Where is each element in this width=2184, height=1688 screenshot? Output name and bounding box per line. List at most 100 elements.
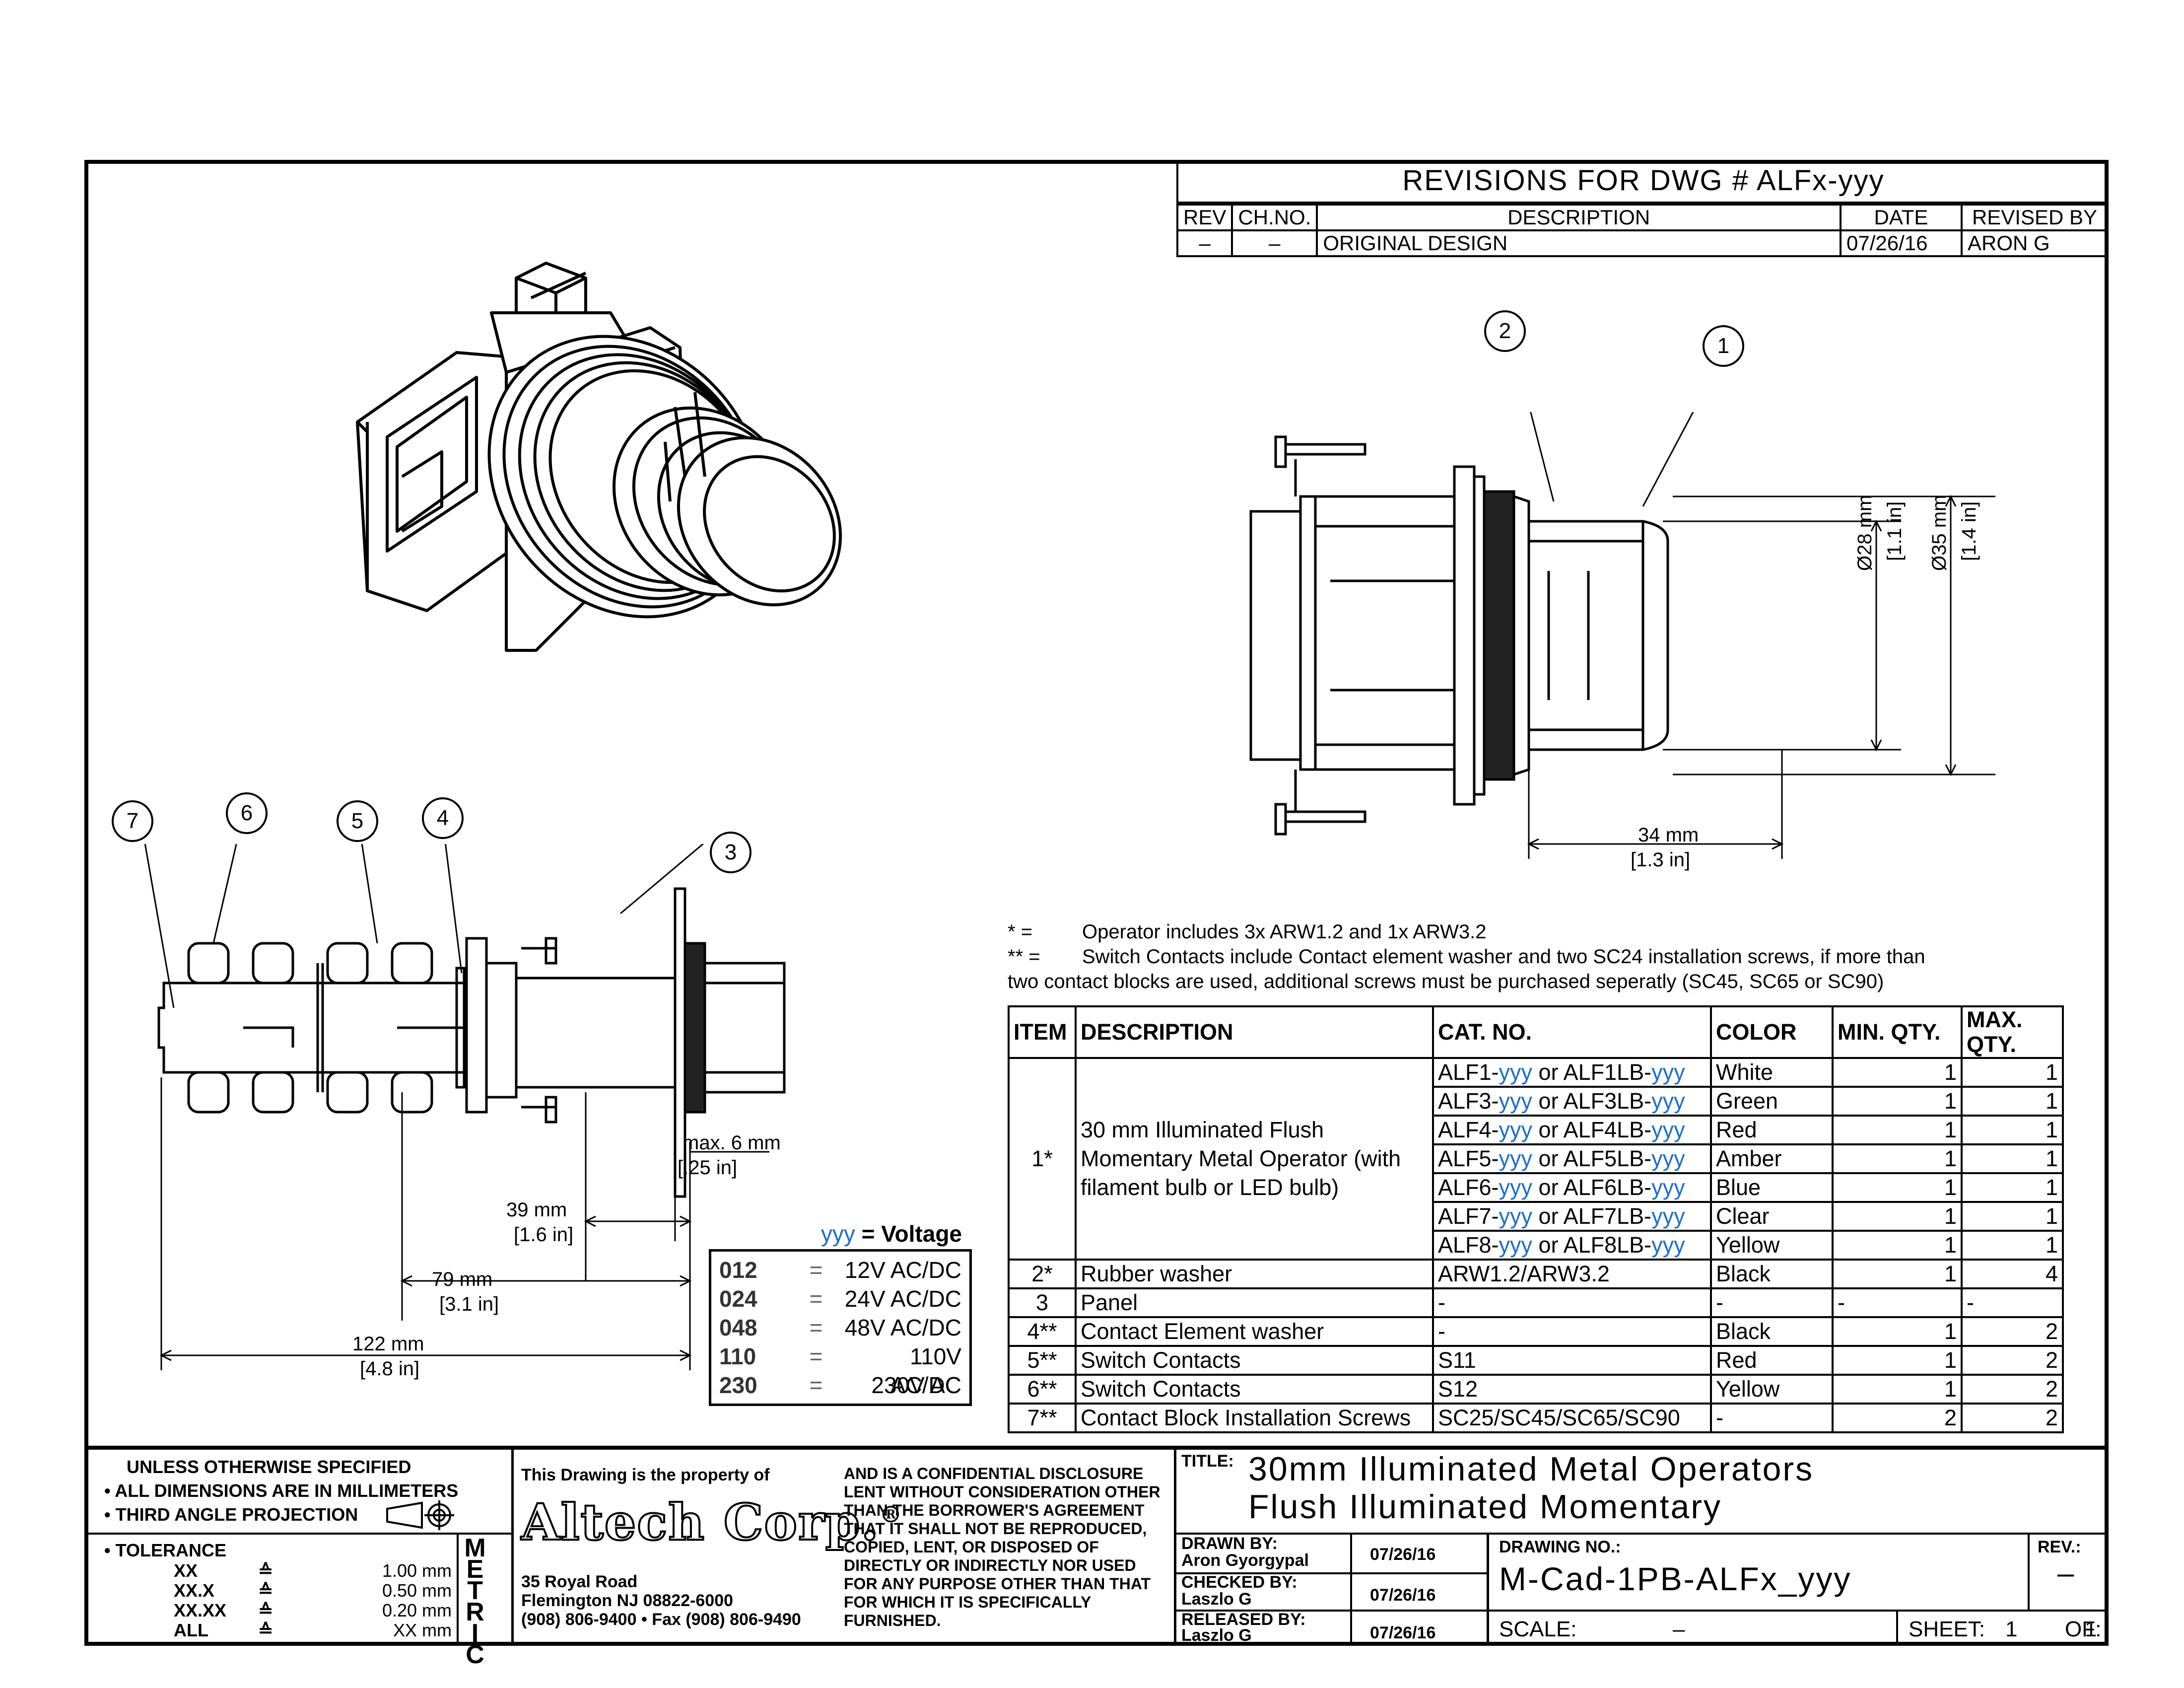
revisions-title: REVISIONS FOR DWG # ALFx-yyy [1176,160,2109,204]
parts-cell-color: Black [1710,1259,1834,1289]
rev-header-description: DESCRIPTION [1316,204,1842,231]
tb-checked-date: 07/26/16 [1370,1586,1436,1605]
tb-title-line2: Flush Illuminated Momentary [1248,1488,1722,1526]
parts-header-description: DESCRIPTION [1075,1005,1434,1059]
dim-34mm: 34 mm [1638,824,1699,846]
rev-cell-description: ORIGINAL DESIGN [1316,229,1842,257]
voltage-value: 110V AC/DC [890,1343,961,1398]
confidential-line: AND IS A CONFIDENTIAL DISCLOSURE [844,1465,1144,1482]
metric-letter: T [467,1576,483,1605]
note-3: two contact blocks are used, additional … [1008,971,1884,992]
parts-cell-description: Contact Element washer [1075,1316,1434,1347]
parts-body: 1*30 mm Illuminated Flush Momentary Meta… [1008,1057,2064,1433]
parts-cell-min: 1 [1832,1230,1963,1261]
parts-cell-color: Green [1710,1086,1834,1117]
parts-cell-item: 4** [1008,1316,1077,1347]
parts-cell-max: 1 [1961,1057,2064,1088]
tb-drawing-no: M-Cad-1PB-ALFx_yyy [1499,1560,1852,1597]
tb-drawing-no-label: DRAWING NO.: [1499,1538,1621,1556]
parts-cell-catno: ALF1-yyy or ALF1LB-yyy [1432,1057,1712,1088]
parts-header-item: ITEM [1008,1005,1077,1059]
dim-79mm: 79 mm [432,1268,493,1290]
revisions-table: REV CH.NO. DESCRIPTION DATE REVISED BY –… [1176,204,2109,257]
voltage-value: 230V AC [871,1372,961,1398]
parts-cell-item: 6** [1008,1374,1077,1405]
parts-cell-description: Switch Contacts [1075,1345,1434,1376]
parts-cell-item: 7** [1008,1403,1077,1433]
dim-39mm-in: [1.6 in] [514,1224,574,1246]
tolerance-value: 0.20 mm [382,1600,452,1620]
parts-cell-description: Contact Block Installation Screws [1075,1403,1434,1433]
tb-rev-value: – [2057,1556,2074,1590]
parts-cell-max: 4 [1961,1259,2064,1289]
parts-cell-min: 1 [1832,1259,1963,1289]
metric-letter: I [471,1619,479,1648]
parts-cell-max: 2 [1961,1374,2064,1405]
table-row: 1*30 mm Illuminated Flush Momentary Meta… [1008,1057,2064,1261]
parts-cell-description: Panel [1075,1287,1434,1318]
tb-released: RELEASED BY:Laszlo G [1181,1610,1306,1645]
balloon-2: 2 [1484,310,1526,352]
tb-dims: • ALL DIMENSIONS ARE IN MILLIMETERS [104,1480,459,1501]
parts-cell-color: - [1710,1403,1834,1433]
parts-header-catno: CAT. NO. [1432,1005,1712,1059]
tb-title-line1: 30mm Illuminated Metal Operators [1248,1450,1814,1488]
voltage-code: 230 [719,1372,757,1398]
tolerance-format: XX.X [174,1580,215,1601]
parts-cell-min: 1 [1832,1374,1963,1405]
parts-cell-catno: S11 [1432,1345,1712,1376]
dim-79mm-in: [3.1 in] [439,1293,499,1315]
tb-company-logo: Altech Corp.® [520,1492,903,1552]
tb-address1: 35 Royal Road [521,1572,638,1591]
parts-cell-description: 30 mm Illuminated Flush Momentary Metal … [1075,1057,1434,1261]
rev-cell-revised-by: ARON G [1961,229,2109,257]
tolerance-row: XX.XX≙0.20 mm [174,1601,452,1620]
parts-cell-min: - [1832,1287,1963,1318]
voltage-title: yyy = Voltage [820,1221,962,1247]
confidential-line: FOR WHICH IT IS SPECIFICALLY [844,1593,1092,1611]
balloon-7: 7 [112,800,153,842]
balloon-4: 4 [422,797,464,839]
parts-cell-max: 2 [1961,1345,2064,1376]
confidential-line: COPIED, LENT, OR DISPOSED OF [844,1538,1099,1556]
confidential-line: LENT WITHOUT CONSIDERATION OTHER [844,1483,1160,1501]
parts-cell-min: 1 [1832,1086,1963,1117]
parts-cell-catno: ALF7-yyy or ALF7LB-yyy [1432,1201,1712,1232]
confidential-line: THAT IT SHALL NOT BE REPRODUCED, [844,1520,1147,1538]
parts-cell-min: 1 [1832,1057,1963,1088]
side-view-right [1249,412,1995,859]
voltage-eq: = [809,1343,823,1369]
third-angle-projection-icon [386,1500,454,1530]
confidential-line: FOR ANY PURPOSE OTHER THAN THAT [844,1575,1151,1593]
rev-header-chno: CH.NO. [1231,204,1318,231]
parts-cell-max: 1 [1961,1086,2064,1117]
sheet-border [84,160,2109,1646]
tb-drawn: DRAWN BY:Aron Gyorgypal [1181,1534,1309,1570]
rev-header-date: DATE [1840,204,1963,231]
side-view-left [144,844,786,1370]
parts-cell-max: - [1961,1287,2064,1318]
dim-35mm: Ø35 mm [1928,494,1950,571]
tb-drawn-date: 07/26/16 [1370,1545,1436,1564]
tb-of-label: OF: [2065,1617,2102,1641]
parts-cell-color: Yellow [1710,1230,1834,1261]
parts-cell-item: 3 [1008,1287,1077,1318]
rev-cell-date: 07/26/16 [1840,229,1963,257]
tb-address2: Flemington NJ 08822-6000 [521,1591,734,1610]
parts-cell-max: 1 [1961,1201,2064,1232]
parts-cell-color: Amber [1710,1143,1834,1174]
balloon-6: 6 [226,792,268,834]
parts-cell-description: Rubber washer [1075,1259,1434,1289]
balloon-5: 5 [337,800,378,842]
parts-cell-min: 1 [1832,1143,1963,1174]
note-1: * =Operator includes 3x ARW1.2 and 1x AR… [1008,921,1487,943]
metric-letter: R [466,1598,484,1626]
tb-unless: UNLESS OTHERWISE SPECIFIED [127,1457,411,1477]
tb-rev-label: REV.: [2038,1538,2081,1556]
parts-cell-min: 2 [1832,1403,1963,1433]
